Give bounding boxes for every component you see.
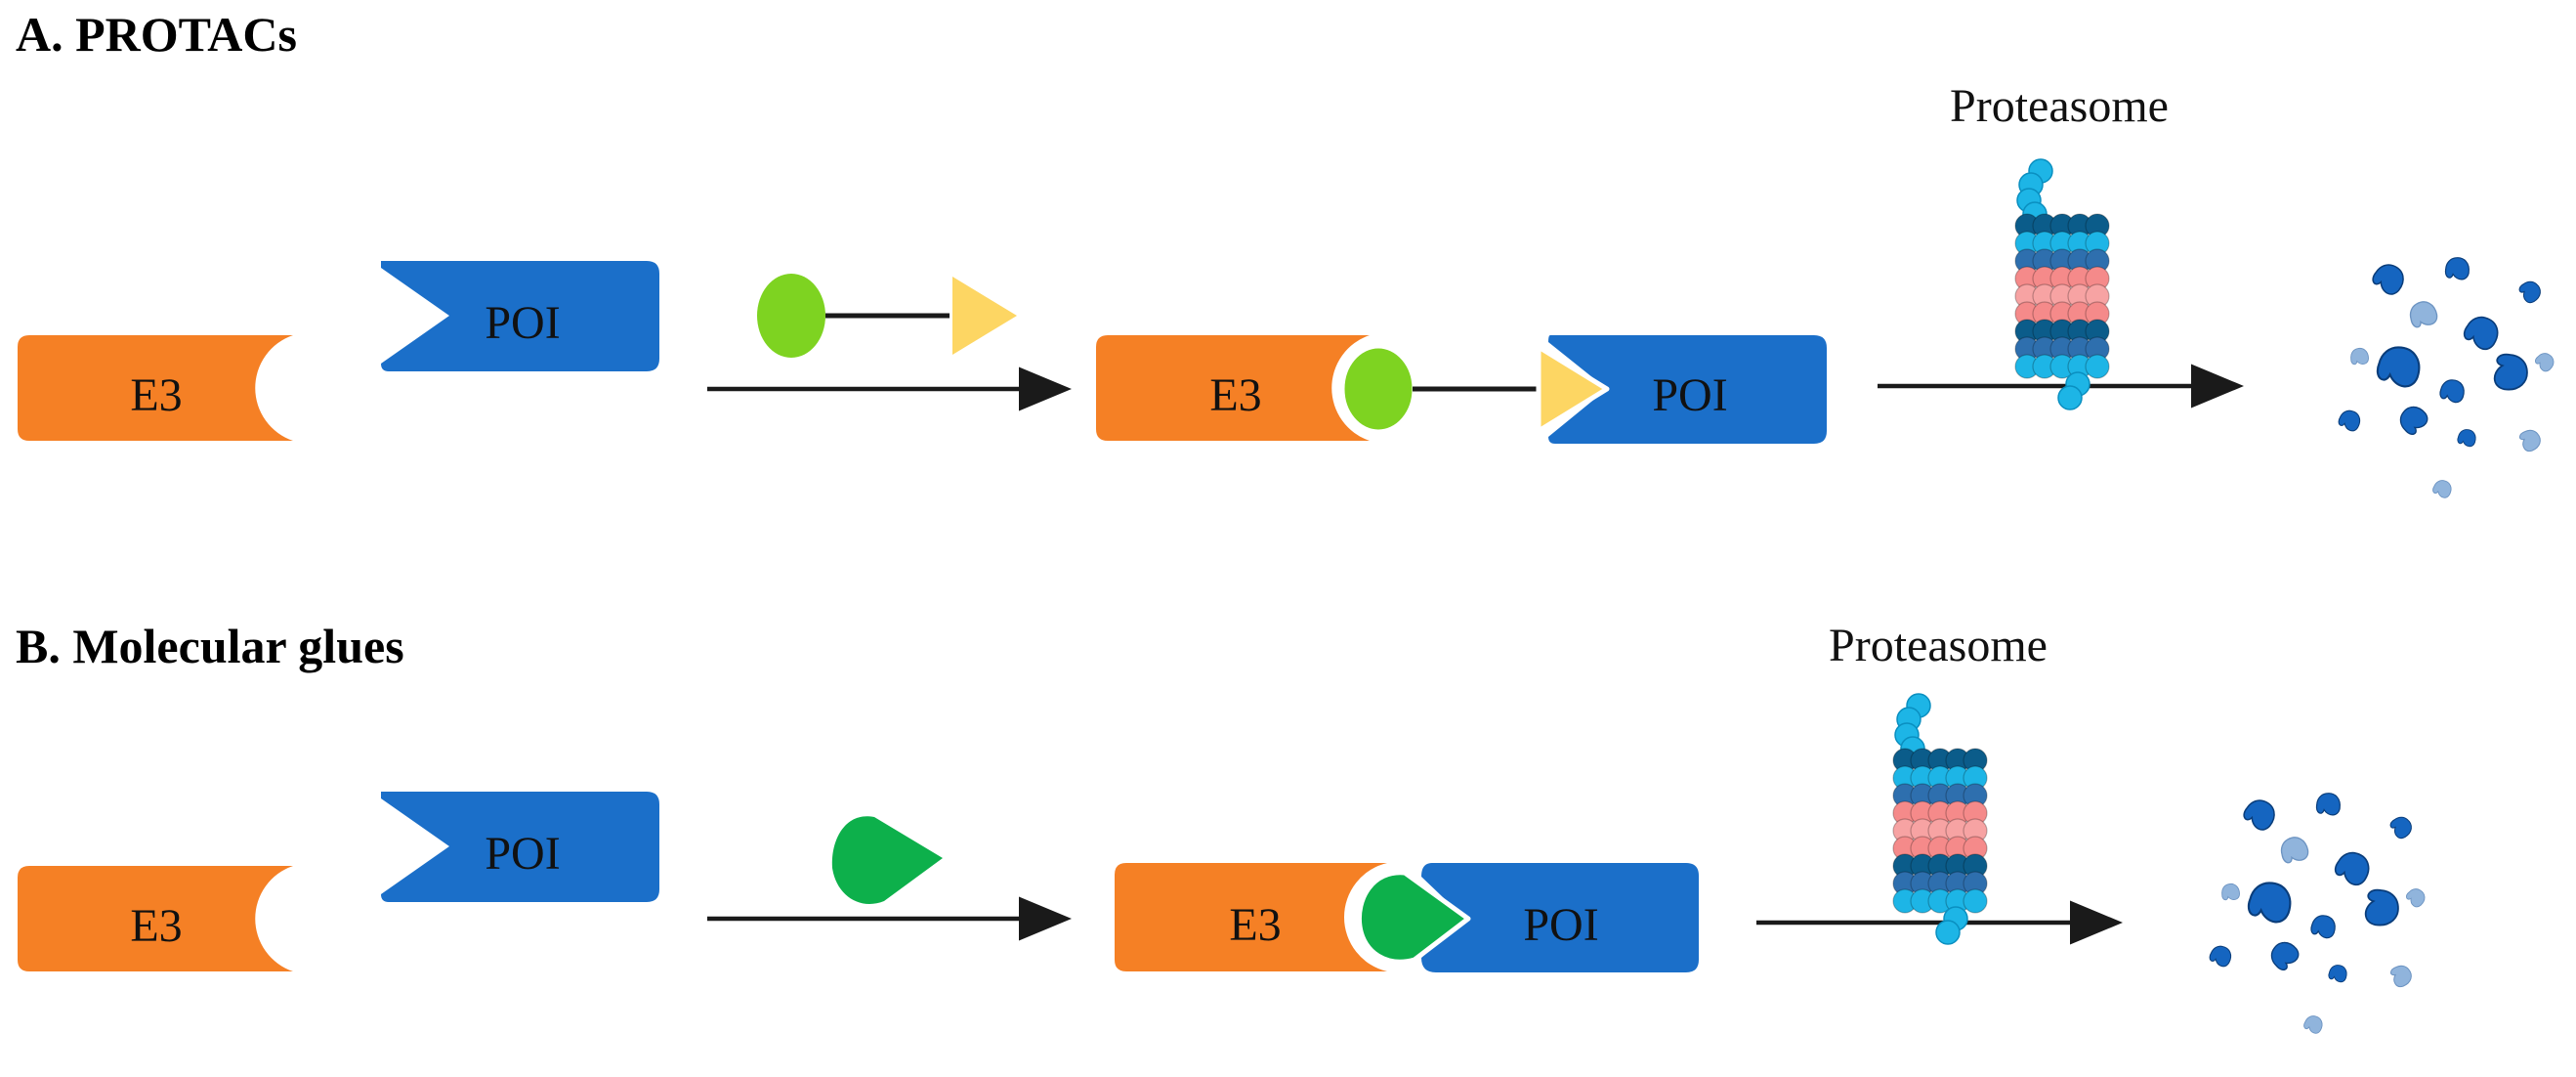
- e3-label: E3: [130, 900, 182, 952]
- protac-molecule: [757, 274, 1017, 358]
- proteasome-icon: [2014, 158, 2110, 410]
- molecular-glue-icon: [831, 816, 943, 904]
- complex-e3-ligand-icon: [1339, 343, 1417, 435]
- complex-poi-label: POI: [1652, 369, 1727, 421]
- e3-shape: [18, 335, 293, 441]
- poi-free: POI: [381, 792, 659, 902]
- peptide-fragments: [2338, 257, 2555, 498]
- panel-a: A. PROTACs E3 POI E3 POI: [16, 7, 2555, 498]
- e3-ligase-free: E3: [18, 866, 293, 971]
- complex-e3-label: E3: [1209, 369, 1261, 421]
- poi-label: POI: [485, 828, 560, 880]
- peptide-fragments: [2209, 793, 2426, 1034]
- complex-poi-warhead-icon: [1536, 344, 1610, 434]
- ternary-complex: E3 POI: [1115, 863, 1699, 972]
- ternary-complex: E3 POI: [1096, 335, 1827, 444]
- poi-label: POI: [485, 297, 560, 349]
- complex-poi-shape: [1421, 863, 1699, 972]
- complex-e3-shape: [1115, 863, 1387, 971]
- proteasome-icon: [1892, 693, 1988, 945]
- poi-free: POI: [381, 261, 659, 371]
- panel-b-title: B. Molecular glues: [16, 619, 404, 673]
- panel-b: B. Molecular glues E3 POI E3 POI Proteas…: [16, 619, 2426, 1034]
- proteasome-label: Proteasome: [1950, 80, 2169, 132]
- poi-warhead-icon: [952, 277, 1017, 355]
- panel-a-title: A. PROTACs: [16, 7, 297, 62]
- e3-label: E3: [130, 369, 182, 421]
- e3-shape: [18, 866, 293, 971]
- complex-e3-shape: [1096, 335, 1370, 441]
- e3-ligand-icon: [757, 274, 825, 358]
- complex-poi-label: POI: [1523, 899, 1598, 951]
- complex-glue-icon: [1356, 870, 1471, 965]
- complex-poi-shape: [1548, 335, 1827, 444]
- poi-shape: [381, 792, 659, 902]
- complex-e3-label: E3: [1229, 899, 1281, 951]
- poi-shape: [381, 261, 659, 371]
- proteasome-label: Proteasome: [1829, 620, 2048, 671]
- e3-ligase-free: E3: [18, 335, 293, 441]
